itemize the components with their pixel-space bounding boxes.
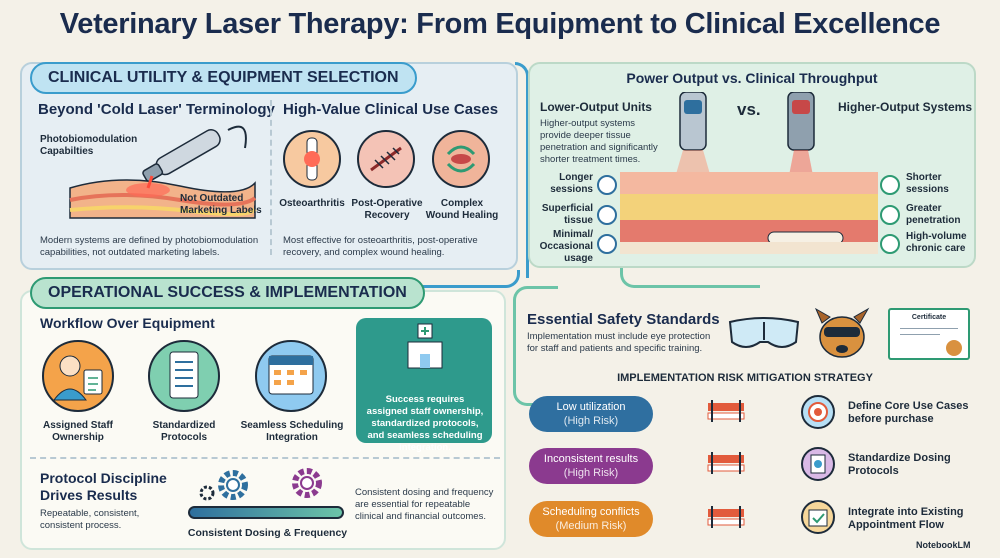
risk-pill: Inconsistent results (High Risk) bbox=[529, 448, 653, 484]
certificate-line bbox=[900, 328, 958, 329]
protocol-heading: Protocol Discipline Drives Results bbox=[40, 470, 167, 503]
workflow-item-label: Seamless Scheduling Integration bbox=[240, 420, 344, 443]
laser-device-illustration bbox=[69, 125, 257, 219]
document-icon bbox=[801, 447, 835, 481]
wound-healing-icon bbox=[432, 130, 490, 188]
dosing-progress-bar bbox=[188, 506, 344, 519]
success-text: Success requires assigned staff ownershi… bbox=[366, 394, 484, 453]
higher-output-illustration bbox=[758, 92, 878, 254]
calendar-icon bbox=[255, 340, 327, 412]
workflow-item-label: Assigned Staff Ownership bbox=[42, 420, 113, 443]
protocol-sub: Repeatable, consistent, consistent proce… bbox=[40, 508, 140, 531]
certificate-label: Certificate bbox=[911, 314, 947, 321]
certificate-line bbox=[900, 334, 940, 335]
usecases-heading: High-Value Clinical Use Cases bbox=[283, 101, 499, 118]
lower-output-desc: Higher-output systems provide deeper tis… bbox=[540, 118, 658, 165]
longer-sessions-label: Longer sessions bbox=[550, 172, 593, 195]
dosing-label: Consistent Dosing & Frequency bbox=[187, 527, 348, 539]
protocol-caption: Consistent dosing and frequency are esse… bbox=[355, 487, 494, 522]
power-heading: Power Output vs. Clinical Throughput bbox=[626, 70, 878, 86]
lower-output-title: Lower-Output Units bbox=[540, 100, 652, 114]
risk-label: Scheduling conflicts bbox=[542, 506, 640, 518]
workflow-heading: Workflow Over Equipment bbox=[40, 315, 215, 331]
clock-icon bbox=[597, 175, 617, 195]
usecase-label: Complex Wound Healing bbox=[425, 198, 499, 221]
risk-pill: Scheduling conflicts (Medium Risk) bbox=[529, 501, 653, 537]
beyond-caption: Modern systems are defined by photobiomo… bbox=[40, 235, 259, 258]
gauge-icon bbox=[597, 234, 617, 254]
superficial-tissue-label: Superficial tissue bbox=[541, 203, 593, 226]
mitigation-action: Integrate into Existing Appointment Flow bbox=[848, 506, 964, 532]
safety-desc: Implementation must include eye protecti… bbox=[527, 331, 711, 354]
risk-level: (High Risk) bbox=[563, 414, 619, 427]
beyond-heading: Beyond 'Cold Laser' Terminology bbox=[38, 101, 275, 118]
barrier-icon bbox=[707, 400, 745, 422]
greater-penetration-label: Greater penetration bbox=[906, 203, 961, 226]
risk-level: (High Risk) bbox=[563, 466, 619, 479]
dog-goggles-icon bbox=[814, 307, 870, 358]
risk-pill: Low utilization (High Risk) bbox=[529, 396, 653, 432]
shorter-sessions-label: Shorter sessions bbox=[906, 172, 949, 195]
higher-output-title: Higher-Output Systems bbox=[838, 100, 973, 114]
divider bbox=[30, 457, 500, 459]
minimal-usage-label: Minimal/ Occasional usage bbox=[539, 229, 593, 264]
connector-line bbox=[515, 62, 529, 278]
risk-heading: IMPLEMENTATION RISK MITIGATION STRATEGY bbox=[617, 372, 873, 384]
clinic-building-icon bbox=[407, 323, 443, 369]
protocols-icon bbox=[148, 340, 220, 412]
certificate-seal bbox=[946, 340, 962, 356]
page-title: Veterinary Laser Therapy: From Equipment… bbox=[59, 8, 941, 40]
barrier-icon bbox=[707, 506, 745, 528]
staff-icon bbox=[42, 340, 114, 412]
connector-line bbox=[620, 268, 760, 288]
safety-heading: Essential Safety Standards bbox=[527, 311, 720, 328]
high-volume-label: High-volume chronic care bbox=[906, 231, 967, 254]
photobiomodulation-label: Photobiomodulation Capabilties bbox=[40, 134, 138, 157]
fast-clock-icon bbox=[880, 175, 900, 195]
barrier-icon bbox=[707, 452, 745, 474]
lower-output-illustration bbox=[620, 92, 758, 254]
gears-icon bbox=[199, 468, 322, 501]
certificate-icon: Certificate bbox=[888, 308, 970, 360]
risk-label: Low utilization bbox=[556, 401, 626, 413]
osteoarthritis-icon bbox=[283, 130, 341, 188]
target-icon bbox=[801, 395, 835, 429]
usecase-label: Post-Operative Recovery bbox=[351, 198, 423, 221]
penetration-icon bbox=[880, 205, 900, 225]
mitigation-action: Standardize Dosing Protocols bbox=[848, 452, 951, 478]
bar-chart-icon bbox=[880, 234, 900, 254]
workflow-item-label: Standardized Protocols bbox=[152, 420, 216, 443]
risk-level: (Medium Risk) bbox=[555, 519, 627, 532]
divider bbox=[270, 100, 272, 255]
tissue-layer-icon bbox=[597, 205, 617, 225]
success-card: Success requires assigned staff ownershi… bbox=[356, 318, 492, 453]
mitigation-action: Define Core Use Cases before purchase bbox=[848, 400, 969, 426]
safety-goggles-icon bbox=[728, 317, 800, 348]
vs-label: vs. bbox=[737, 100, 761, 119]
clinical-utility-pill: CLINICAL UTILITY & EQUIPMENT SELECTION bbox=[30, 62, 417, 94]
brand-label: NotebookLM bbox=[916, 540, 971, 550]
suture-icon bbox=[357, 130, 415, 188]
usecases-caption: Most effective for osteoarthritis, post-… bbox=[283, 235, 478, 258]
usecase-label: Osteoarthritis bbox=[279, 198, 345, 209]
risk-label: Inconsistent results bbox=[543, 453, 639, 465]
outdated-label: Not Outdated Marketing Labels bbox=[180, 193, 262, 216]
operational-pill: OPERATIONAL SUCCESS & IMPLEMENTATION bbox=[30, 277, 425, 309]
calendar-check-icon bbox=[801, 500, 835, 534]
